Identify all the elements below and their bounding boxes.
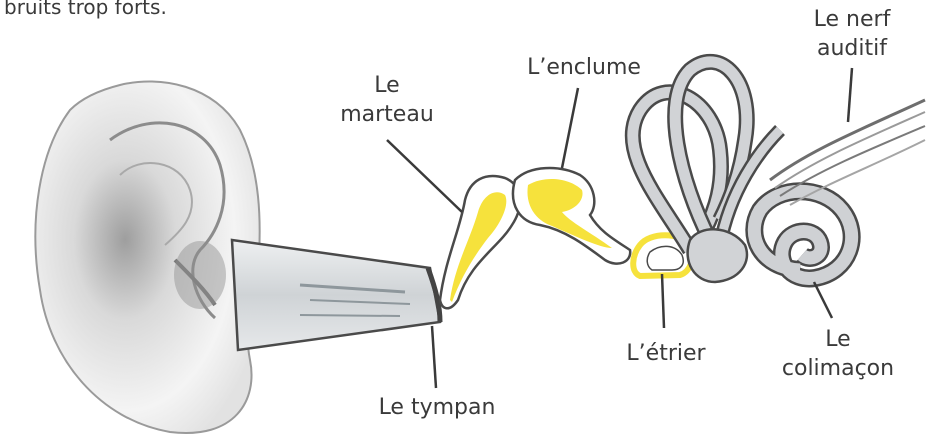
leader-line-tympan [432, 326, 436, 388]
label-tympan: Le tympan [379, 395, 496, 420]
leader-line-marteau [387, 140, 462, 212]
label-nerf-line1: Le nerf [814, 7, 892, 32]
ear-canal [232, 240, 440, 350]
cochlea [754, 191, 851, 278]
anvil-ossicle [513, 168, 630, 264]
leader-lines [387, 68, 852, 388]
label-colimacon-line1: Le [825, 327, 850, 352]
label-enclume: L’enclume [527, 55, 641, 80]
label-marteau-line2: marteau [340, 102, 434, 127]
leader-line-enclume [562, 88, 578, 168]
leader-line-nerf [848, 68, 852, 122]
leader-line-colimacon [814, 282, 832, 318]
label-etrier: L’étrier [626, 341, 706, 366]
top-caption-text: bruits trop forts. [4, 0, 167, 19]
label-colimacon-line2: colimaçon [782, 356, 894, 381]
leader-line-etrier [662, 274, 664, 328]
hammer-ossicle [440, 176, 520, 308]
outer-ear [35, 81, 259, 433]
label-marteau-line1: Le [374, 73, 399, 98]
label-nerf-line2: auditif [817, 36, 888, 61]
